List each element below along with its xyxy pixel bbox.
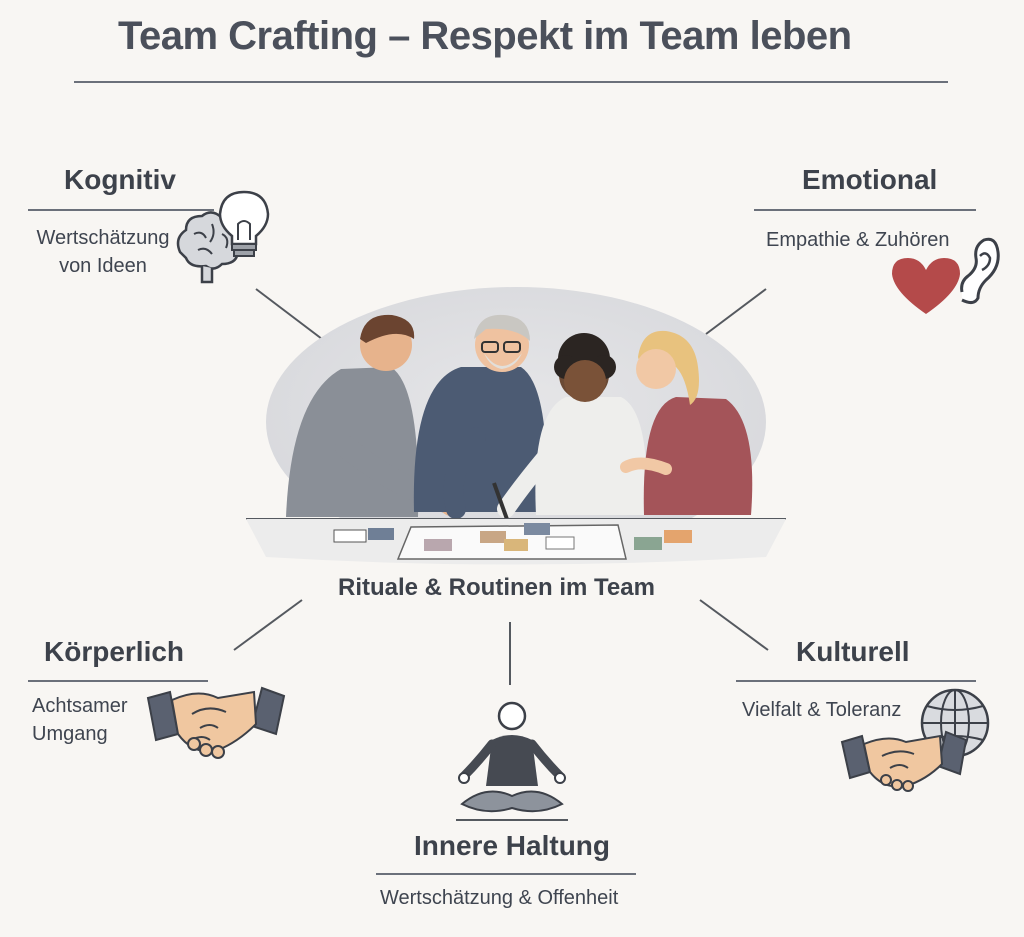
kognitiv-divider <box>28 209 214 211</box>
innere-line1: Wertschätzung & Offenheit <box>380 887 619 909</box>
handshake-icon <box>840 730 968 792</box>
koerperlich-text: Achtsamer Umgang <box>32 692 128 748</box>
team-illustration <box>246 287 786 565</box>
person-maroon-shirt <box>620 330 753 515</box>
meditation-person-icon <box>456 701 568 821</box>
kulturell-line1: Vielfalt & Toleranz <box>742 699 902 721</box>
handshake-icon <box>146 686 286 759</box>
person-white-shirt <box>492 333 647 523</box>
emotional-line1: Empathie & Zuhören <box>766 229 950 251</box>
innere-divider <box>376 873 636 875</box>
lightbulb-icon <box>218 190 270 257</box>
koerperlich-heading: Körperlich <box>44 636 185 667</box>
kognitiv-line2: von Ideen <box>59 255 147 277</box>
title-divider <box>74 81 948 83</box>
heart-icon <box>892 258 960 314</box>
innere-heading: Innere Haltung <box>414 830 611 861</box>
kognitiv-text: Wertschätzung von Ideen <box>28 224 178 280</box>
ear-icon <box>960 237 1000 305</box>
emotional-divider <box>754 209 976 211</box>
person-navy-shirt <box>413 314 547 519</box>
kognitiv-line1: Wertschätzung <box>36 227 170 249</box>
person-gray-shirt <box>286 314 462 517</box>
koerperlich-divider <box>28 680 208 682</box>
emotional-heading: Emotional <box>802 164 938 195</box>
center-label: Rituale & Routinen im Team <box>338 574 655 601</box>
page-title: Team Crafting – Respekt im Team leben <box>118 14 852 58</box>
kulturell-heading: Kulturell <box>796 636 910 667</box>
kognitiv-heading: Kognitiv <box>64 164 176 195</box>
koerperlich-line1: Achtsamer <box>32 695 128 717</box>
koerperlich-line2: Umgang <box>32 723 108 745</box>
kulturell-divider <box>736 680 976 682</box>
